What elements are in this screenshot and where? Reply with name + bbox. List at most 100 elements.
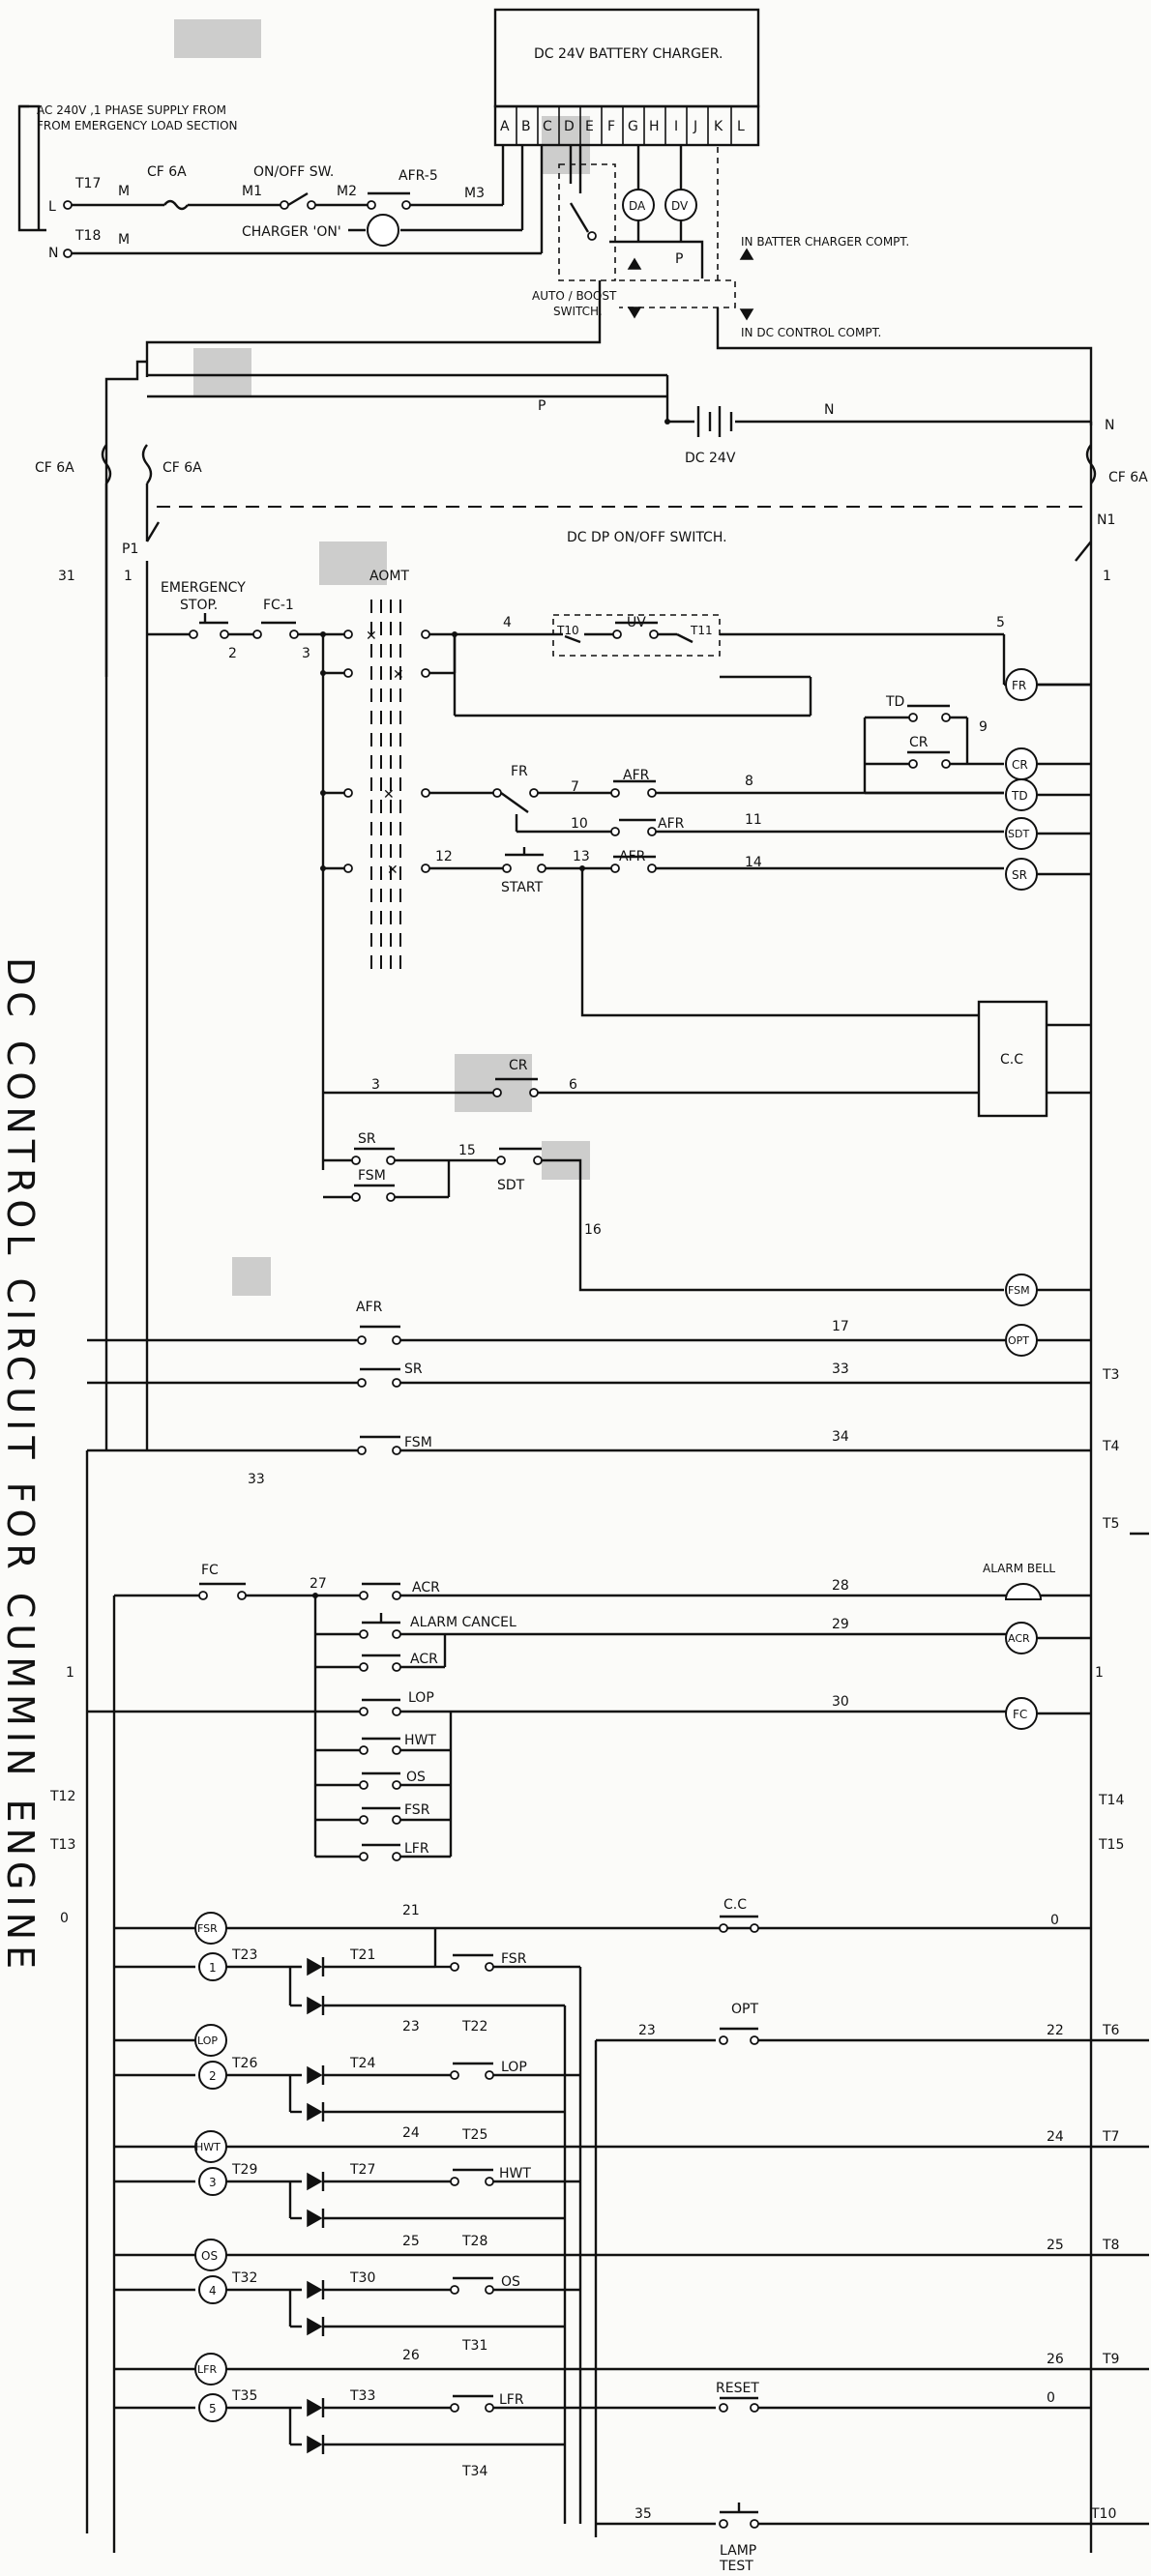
wire-13-label: 13	[573, 849, 590, 864]
t22-label: T22	[461, 2019, 487, 2034]
wire-9-label: 9	[979, 719, 988, 735]
hwt-relay-label: HWT	[499, 2166, 531, 2181]
wire-31-label: 31	[58, 569, 75, 584]
afr-output-label: AFR	[356, 1300, 383, 1315]
m3-label: M3	[464, 186, 485, 201]
fsm-output-label: FSM	[404, 1435, 432, 1450]
afr5-label: AFR-5	[398, 168, 438, 184]
alarm-bell-icon	[1004, 1583, 1043, 1600]
charger-terminal-letters: A B C D E F G H I J K L	[500, 106, 745, 145]
coil-fsm-label: FSM	[1008, 1284, 1030, 1297]
td-contact-label: TD	[885, 694, 904, 710]
alarm-section: FC 27 ACR 28 ALARM BELL ALARM CANCEL 29 …	[49, 1562, 1124, 2553]
wire-16-label: 16	[584, 1222, 602, 1238]
wire-1b-label: 1	[1095, 1665, 1104, 1681]
terminal-a: A	[500, 119, 510, 134]
n1-label: N1	[1097, 512, 1115, 528]
p-label-charger: P	[675, 251, 683, 267]
test-label: TEST	[719, 2559, 753, 2574]
fsr-relay-label: FSR	[501, 1951, 527, 1967]
cc-unit-box	[977, 1000, 1048, 1118]
dc24v-label: DC 24V	[685, 451, 736, 466]
fsm-contact-label: FSM	[358, 1168, 386, 1184]
t7-label: T7	[1102, 2129, 1119, 2145]
aomt-x4: ✕	[387, 863, 398, 878]
cf6a-mid-label: CF 6A	[162, 460, 202, 476]
auto-boost-label-1: AUTO / BOOST	[532, 289, 617, 303]
reset-label: RESET	[716, 2381, 759, 2396]
sensor-os	[194, 2239, 227, 2271]
fc-contact-label: FC	[201, 1563, 219, 1578]
arrow-up-2	[739, 248, 754, 260]
t31-label: T31	[461, 2338, 487, 2354]
ac-supply-line-2: FROM EMERGENCY LOAD SECTION	[37, 119, 238, 132]
sensor-5-label: 5	[209, 2402, 217, 2415]
diode-5b	[307, 2435, 323, 2454]
wire-22-label: 22	[1047, 2023, 1064, 2038]
coil-fc-label: FC	[1013, 1708, 1027, 1721]
start-logic-section: EMERGENCY STOP. 2 FC-1 3 AOMT ✕ ✕ ✕ ✕	[147, 569, 1091, 1292]
t10-label: T10	[556, 624, 579, 637]
diode-3	[307, 2172, 323, 2191]
diode-1	[307, 1957, 323, 1976]
t30-label: T30	[349, 2270, 375, 2286]
wire-15-label: 15	[458, 1143, 476, 1158]
acr-contact-label: ACR	[412, 1580, 440, 1595]
wire-23-label: 23	[402, 2019, 420, 2034]
fsr-contact-label: FSR	[404, 1802, 430, 1818]
auto-boost-switch-box	[558, 163, 616, 281]
m1-label: M1	[242, 184, 262, 199]
coil-fr-label: FR	[1012, 679, 1026, 692]
aomt-label: AOMT	[369, 569, 409, 584]
cr-self-contact-label: CR	[909, 735, 929, 750]
sensor-4-label: 4	[209, 2284, 217, 2298]
coil-sr-label: SR	[1012, 868, 1027, 882]
diode-4b	[307, 2317, 323, 2336]
lfr-contact-label: LFR	[404, 1841, 429, 1857]
auto-boost-label-2: SWITCH.	[553, 305, 603, 318]
wire-24b-label: 24	[1047, 2129, 1064, 2145]
page-title: DC CONTROL CIRCUIT FOR CUMMIN ENGINE	[0, 957, 42, 1975]
wire-35-label: 35	[635, 2506, 652, 2522]
battery-charger-section: DC 24V BATTERY CHARGER. A B C D E F G H …	[17, 8, 1093, 425]
terminal-f: F	[607, 119, 615, 134]
diode-3b	[307, 2209, 323, 2228]
coil-cr-label: CR	[1012, 758, 1028, 772]
wire-33-label: 33	[832, 1361, 849, 1377]
wire-5-label: 5	[996, 615, 1005, 630]
t18-label: T18	[74, 228, 101, 244]
alarm-bell-label: ALARM BELL	[983, 1562, 1055, 1575]
sr-contact-label: SR	[358, 1131, 376, 1147]
t15-label: T15	[1098, 1837, 1124, 1853]
t34-label: T34	[461, 2464, 487, 2479]
m-label-bottom: M	[118, 232, 130, 248]
ac-supply-return	[17, 193, 46, 232]
in-dc-compt-label: IN DC CONTROL COMPT.	[741, 326, 881, 339]
fuse-right	[1085, 444, 1097, 484]
sensor-3-label: 3	[209, 2176, 217, 2189]
wire-28-label: 28	[832, 1578, 849, 1594]
t4-label: T4	[1102, 1439, 1120, 1454]
wire-26-label: 26	[402, 2348, 420, 2363]
t5-label: T5	[1102, 1516, 1119, 1532]
in-charger-compt-label: IN BATTER CHARGER COMPT.	[741, 235, 909, 249]
output-rungs: AFR 17 SR 33 T3 FSM 34 T4 33 T5	[87, 1300, 1149, 1536]
wire-27-label: 27	[310, 1576, 327, 1592]
diode-2	[307, 2065, 323, 2085]
t6-label: T6	[1102, 2023, 1120, 2038]
supply-n-right-label: N	[1105, 418, 1114, 433]
terminal-h: H	[649, 119, 660, 134]
m2-label: M2	[337, 184, 357, 199]
wire-14-label: 14	[745, 855, 762, 870]
wire-12-label: 12	[435, 849, 453, 864]
sensor-lop	[194, 2024, 227, 2057]
t25-label: T25	[461, 2127, 487, 2143]
fuse-left	[101, 444, 112, 484]
m-label-top: M	[118, 184, 130, 199]
wire-8-label: 8	[745, 774, 753, 789]
l-label: L	[48, 199, 56, 215]
t32-label: T32	[231, 2270, 257, 2286]
emergency-label: EMERGENCY	[161, 580, 246, 596]
t24-label: T24	[349, 2056, 375, 2071]
